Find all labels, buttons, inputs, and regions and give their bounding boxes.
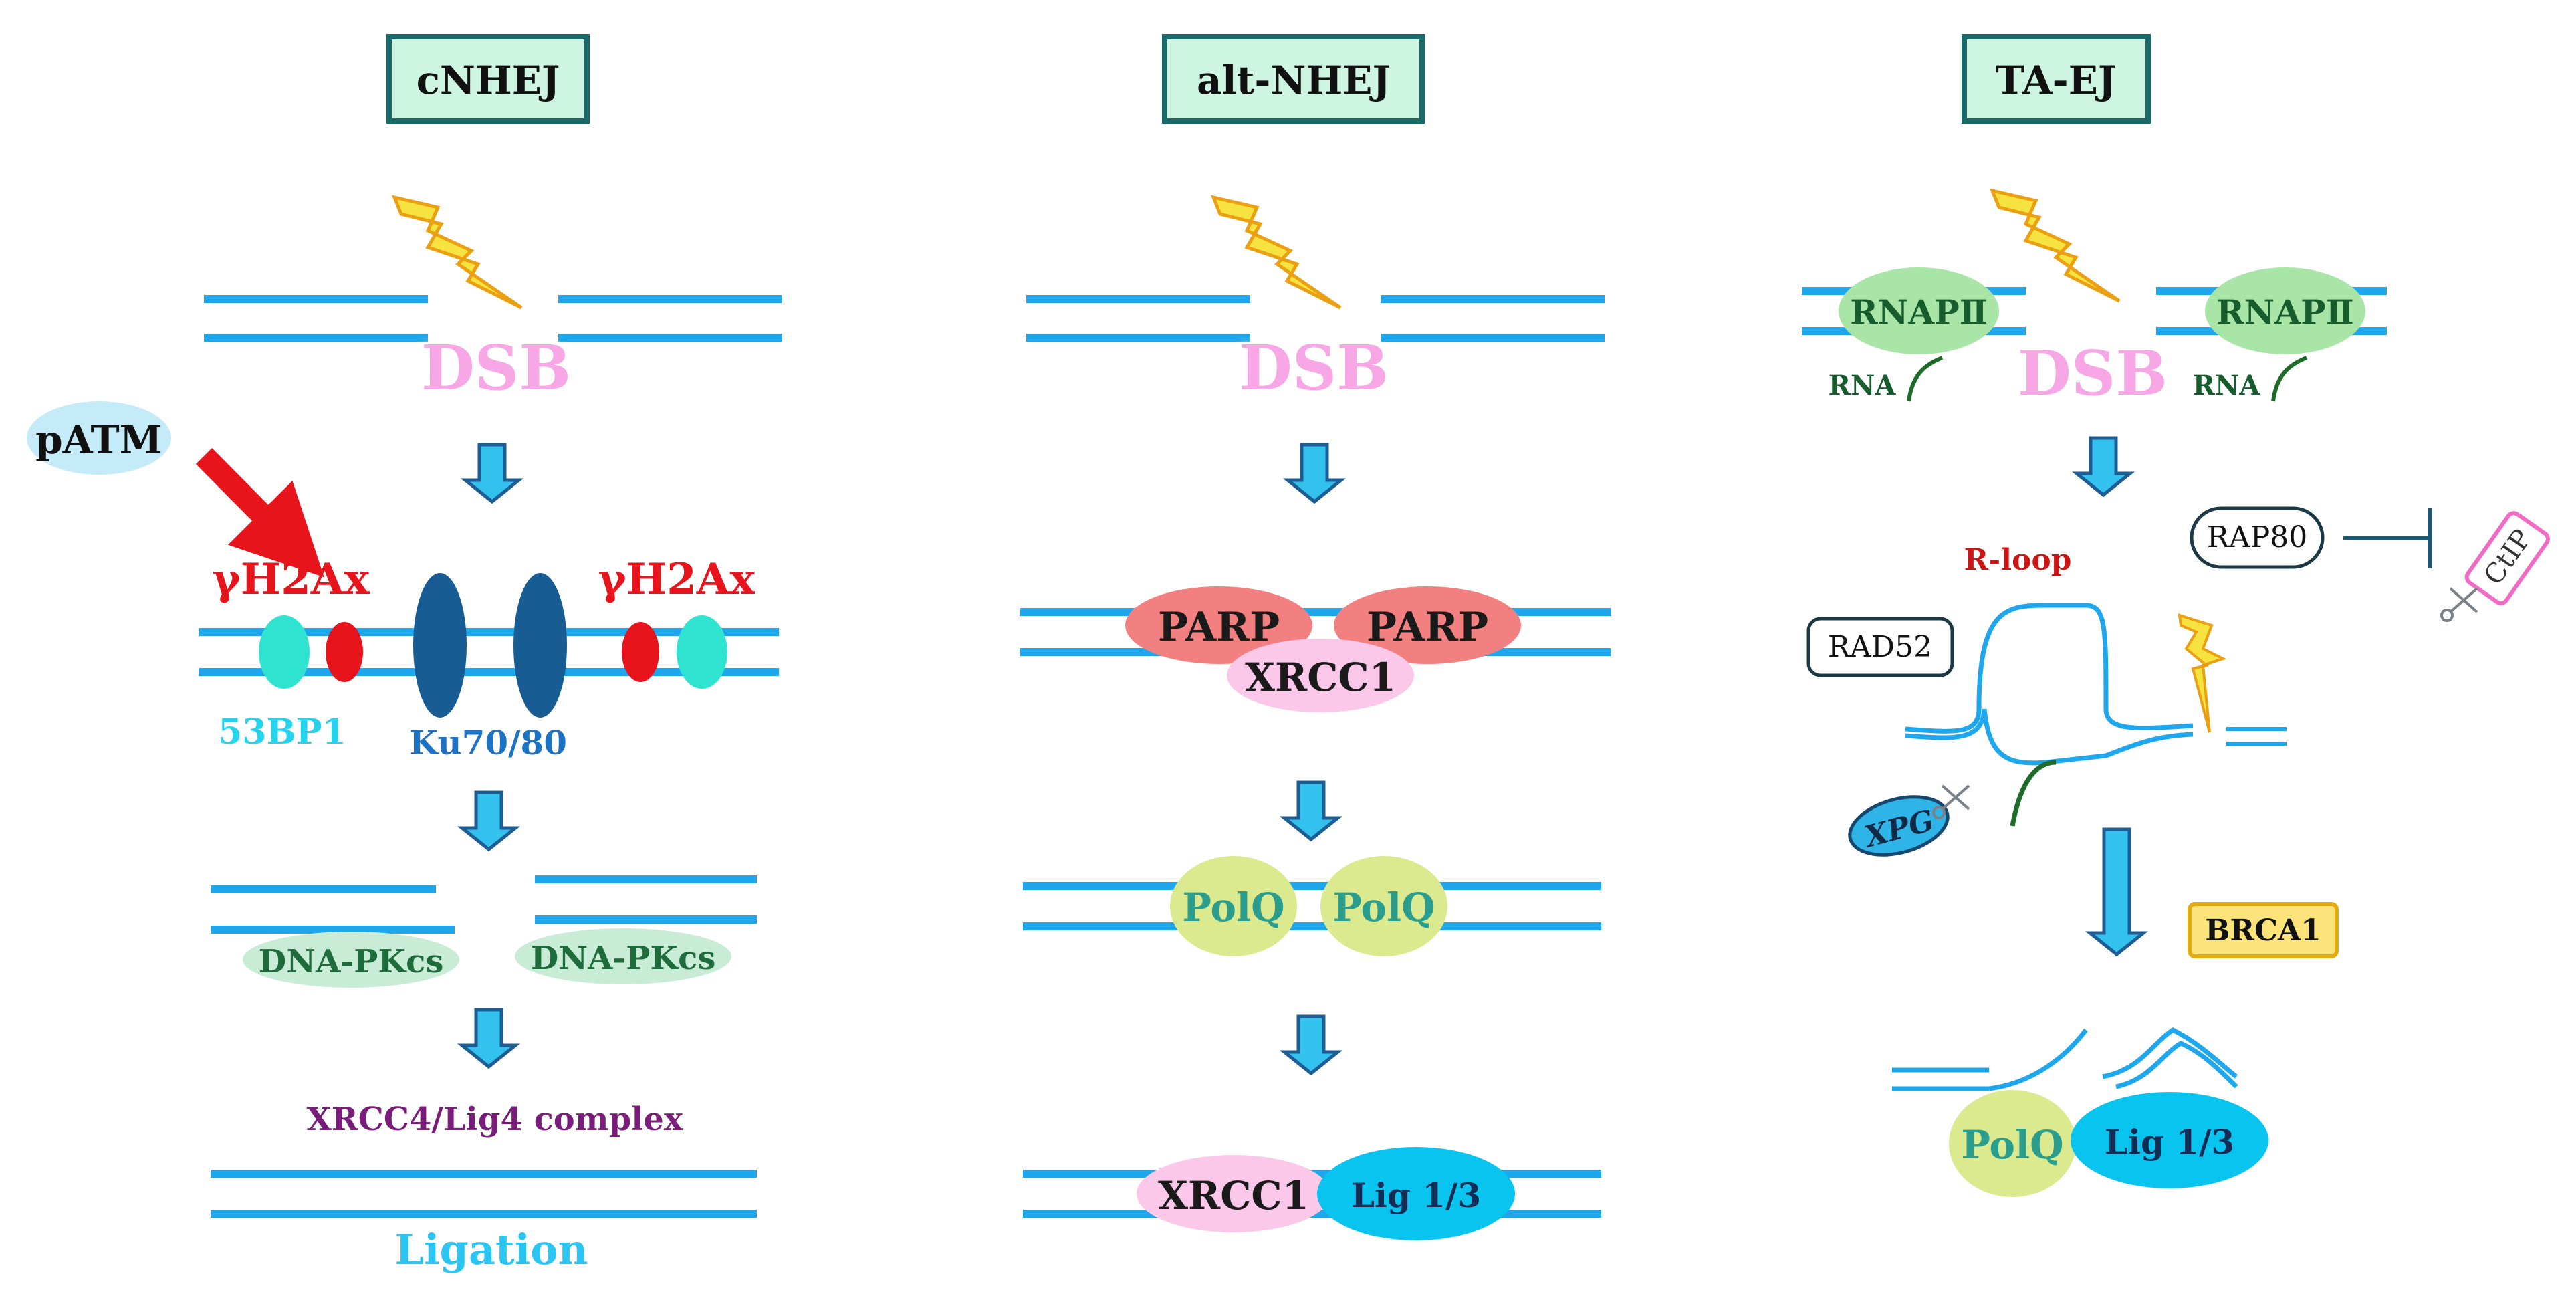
scissors-icon <box>2440 587 2478 622</box>
title-altnhej: alt-NHEJ <box>1197 58 1391 103</box>
ligation-label: Ligation <box>394 1225 588 1274</box>
r-loop-label: R-loop <box>1964 543 2071 577</box>
xrcc1-protein: XRCC1 <box>1227 639 1414 712</box>
dna-resected-strand <box>211 875 757 934</box>
xrcc4-lig4-label: XRCC4/Lig4 complex <box>306 1101 683 1138</box>
polq-right-label: PolQ <box>1332 885 1435 930</box>
h2ax-right-protein <box>622 622 659 682</box>
title-taej: TA-EJ <box>1996 58 2117 103</box>
rna-left-label: RNA <box>1829 370 1897 401</box>
lig-label: Lig 1/3 <box>1351 1176 1481 1215</box>
rnap-left-label: RNAPⅡ <box>1850 292 1988 332</box>
parp-left: PARP <box>1125 586 1312 664</box>
ku70-protein <box>413 573 467 718</box>
dsb-label: DSB <box>2018 337 2168 409</box>
dna-broken-strand <box>204 295 782 342</box>
panel-cnhej: cNHEJ DSB pATM γH2Ax γH2Ax <box>27 34 782 1274</box>
down-arrow-icon <box>1279 780 1343 842</box>
rna-transcript-right <box>2271 356 2308 402</box>
rad52-node: RAD52 <box>1806 617 1954 677</box>
down-arrow-icon <box>1282 443 1346 504</box>
down-arrow-icon <box>457 1008 521 1069</box>
rnap-ii-left: RNAPⅡ <box>1839 267 1999 354</box>
panel-taej: TA-EJ RNAPⅡ RNAPⅡ RNA RNA DSB RAP <box>1802 34 2550 1197</box>
h2ax-left-protein <box>326 622 363 682</box>
patm-label: pATM <box>35 417 162 463</box>
down-arrow-icon <box>1279 1014 1343 1076</box>
xrcc1-final-label: XRCC1 <box>1158 1173 1309 1218</box>
dna-pkcs-right-label: DNA-PKcs <box>531 940 716 977</box>
dna-strand-polq <box>1023 882 1601 930</box>
h2ax-left-label: γH2Ax <box>212 554 370 605</box>
rad52-label: RAD52 <box>1828 630 1932 664</box>
parp-right-label: PARP <box>1367 604 1488 651</box>
title-box-cnhej: cNHEJ <box>386 34 590 124</box>
dna-repaired-strand <box>211 1170 757 1218</box>
scissors-icon <box>1932 784 1970 819</box>
lightning-icon <box>1989 188 2121 303</box>
h2ax-right-label: γH2Ax <box>598 554 755 605</box>
dna-broken-strand <box>1026 295 1605 342</box>
polq-taej-label: PolQ <box>1961 1122 2063 1168</box>
dna-pkcs-right: DNA-PKcs <box>515 928 731 984</box>
lig-taej-label: Lig 1/3 <box>2105 1122 2234 1162</box>
title-box-altnhej: alt-NHEJ <box>1162 34 1425 124</box>
brca1-node: BRCA1 <box>2188 902 2339 958</box>
down-arrow-icon <box>460 443 524 504</box>
lig-1-3: Lig 1/3 <box>1317 1147 1515 1240</box>
ku80-protein <box>513 573 567 718</box>
rna-right-label: RNA <box>2193 370 2261 401</box>
polq-right: PolQ <box>1320 856 1447 956</box>
ctip-tag: CtIP <box>2464 511 2550 605</box>
lightning-icon <box>2178 613 2227 733</box>
53bp1-right-protein <box>677 615 727 689</box>
ku70-80-label: Ku70/80 <box>409 723 567 762</box>
dna-pkcs-left-label: DNA-PKcs <box>259 943 444 980</box>
dsb-label: DSB <box>1239 332 1389 404</box>
rna-transcript-left <box>1907 356 1944 402</box>
parp-left-label: PARP <box>1158 604 1280 651</box>
dna-pkcs-left: DNA-PKcs <box>243 932 459 988</box>
panel-altnhej: alt-NHEJ DSB PARP PARP XRCC1 <box>1020 34 1611 1240</box>
lightning-icon <box>391 195 523 310</box>
title-box-taej: TA-EJ <box>1962 34 2151 124</box>
lightning-icon <box>1210 195 1342 310</box>
lig-taej: Lig 1/3 <box>2071 1092 2268 1188</box>
dna-end-joining <box>1892 1027 2238 1091</box>
patm-activation-arrow <box>195 448 324 578</box>
brca1-label: BRCA1 <box>2205 913 2321 948</box>
parp-right: PARP <box>1334 586 1521 664</box>
xrcc1-final: XRCC1 <box>1137 1155 1330 1232</box>
53bp1-label: 53BP1 <box>218 712 346 752</box>
r-loop-rna <box>2010 760 2057 827</box>
53bp1-left-protein <box>259 615 310 689</box>
polq-left-label: PolQ <box>1182 885 1284 930</box>
down-arrow-icon <box>2085 827 2149 957</box>
polq-taej: PolQ <box>1949 1090 2076 1197</box>
xpg-protein: XPG <box>1848 795 1950 857</box>
title-cnhej: cNHEJ <box>417 58 560 103</box>
rnap-ii-right: RNAPⅡ <box>2205 267 2365 354</box>
dna-broken-end <box>2226 727 2287 746</box>
rap80-node: RAP80 <box>2190 506 2325 569</box>
down-arrow-icon <box>2071 436 2135 498</box>
polq-left: PolQ <box>1170 856 1297 956</box>
rnap-right-label: RNAPⅡ <box>2216 292 2354 332</box>
rap80-inhibition-icon <box>2343 508 2432 568</box>
rap80-label: RAP80 <box>2207 520 2308 554</box>
down-arrow-icon <box>457 790 521 852</box>
patm-node: pATM <box>27 401 171 475</box>
dsb-label: DSB <box>421 332 571 404</box>
xrcc1-label: XRCC1 <box>1245 655 1396 700</box>
